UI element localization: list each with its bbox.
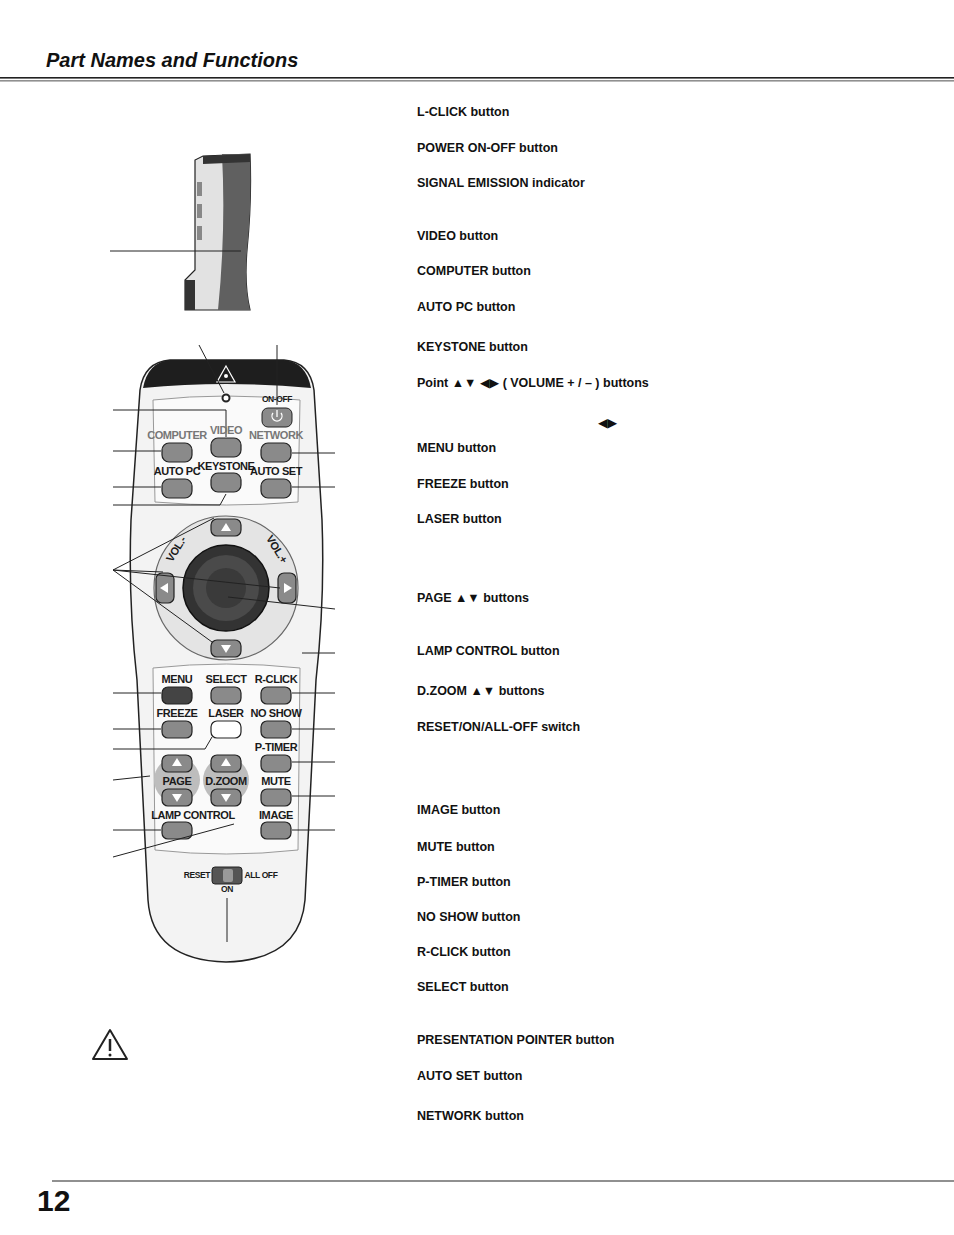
part-name: D.ZOOM ▲▼ buttons	[417, 685, 545, 699]
switch-label: ON	[221, 885, 233, 894]
part-name: LASER button	[417, 513, 502, 527]
part-name: NO SHOW button	[417, 911, 520, 925]
button-label: VIDEO	[210, 424, 242, 436]
button-label: KEYSTONE	[197, 460, 254, 472]
part-name: POWER ON-OFF button	[417, 142, 558, 156]
button-label: NO SHOW	[251, 707, 302, 719]
part-name: IMAGE button	[417, 804, 500, 818]
part-name: MENU button	[417, 442, 496, 456]
button-label: D.ZOOM	[205, 775, 247, 787]
part-name: L-CLICK button	[417, 106, 509, 120]
part-name: P-TIMER button	[417, 876, 511, 890]
button-label: LAMP CONTROL	[151, 809, 235, 821]
button-label: LASER	[208, 707, 243, 719]
side-view	[110, 154, 251, 310]
part-name: MUTE button	[417, 841, 495, 855]
part-name: SIGNAL EMISSION indicator	[417, 177, 585, 191]
button-label: R-CLICK	[255, 673, 297, 685]
part-name: Point ▲▼ ◀▶ ( VOLUME + / – ) buttons	[417, 377, 649, 391]
leader-lines	[113, 345, 335, 942]
arrow-symbols: ◀▶	[598, 417, 617, 431]
button-label: ON-OFF	[262, 395, 292, 404]
button-label: AUTO PC	[154, 465, 201, 477]
button-label: NETWORK	[249, 429, 303, 441]
part-name: FREEZE button	[417, 478, 509, 492]
page-number: 12	[37, 1184, 70, 1217]
part-name: AUTO SET button	[417, 1070, 522, 1084]
button-label: MENU	[162, 673, 193, 685]
part-name: COMPUTER button	[417, 265, 531, 279]
button-label: IMAGE	[259, 809, 293, 821]
part-name: NETWORK button	[417, 1110, 524, 1124]
button-label: FREEZE	[157, 707, 198, 719]
button-label: COMPUTER	[147, 429, 207, 441]
remote-body	[130, 360, 323, 962]
button-label: SELECT	[206, 673, 247, 685]
part-name: KEYSTONE button	[417, 341, 528, 355]
switch-label: ALL OFF	[245, 871, 278, 880]
page-title: Part Names and Functions	[46, 49, 298, 71]
button-label: P-TIMER	[255, 741, 297, 753]
button-label: MUTE	[261, 775, 291, 787]
part-name: AUTO PC button	[417, 301, 515, 315]
button-label: PAGE	[163, 775, 192, 787]
part-name: PAGE ▲▼ buttons	[417, 592, 529, 606]
caution-icon	[93, 1030, 127, 1059]
part-name: R-CLICK button	[417, 946, 511, 960]
part-name: PRESENTATION POINTER button	[417, 1034, 614, 1048]
part-name: VIDEO button	[417, 230, 498, 244]
part-name: LAMP CONTROL button	[417, 645, 560, 659]
part-name: RESET/ON/ALL-OFF switch	[417, 721, 580, 735]
part-name: SELECT button	[417, 981, 509, 995]
switch-label: RESET	[184, 871, 210, 880]
button-label: AUTO SET	[250, 465, 302, 477]
